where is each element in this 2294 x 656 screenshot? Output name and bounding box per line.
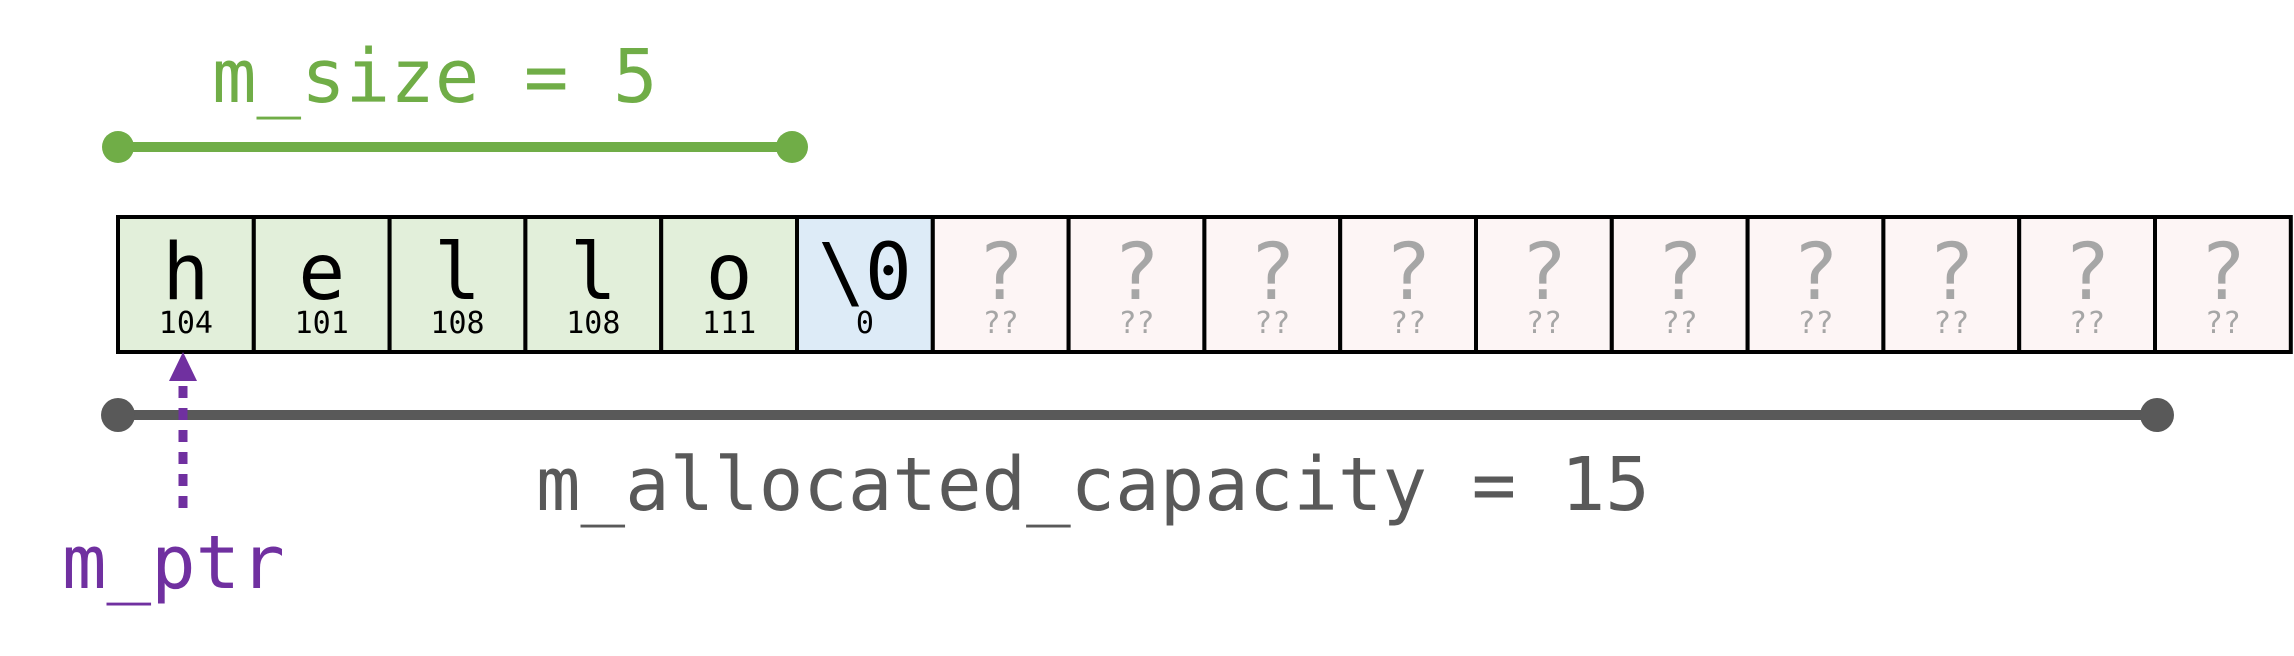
memory-cell-char: e [298,228,345,318]
memory-cell: ??? [1066,215,1207,354]
memory-cell-box [251,215,392,354]
memory-cell-char: ? [1656,228,1703,318]
memory-cell: ??? [2153,215,2293,354]
memory-cell-code: ?? [1254,306,1290,341]
memory-cell-char: o [706,228,753,318]
memory-cell: ??? [1609,215,1750,354]
memory-cell: ??? [1881,215,2022,354]
memory-cell: ??? [1338,215,1478,354]
memory-cell-box [1745,215,1886,354]
memory-cell-code: ?? [2069,306,2105,341]
size-bracket-end-dot [776,131,808,163]
memory-cell-char: ? [977,228,1024,318]
capacity-bracket-start-dot [101,398,135,432]
memory-cell-char: l [570,228,617,318]
ptr-label: m_ptr [62,520,285,606]
memory-cell-char: ? [1928,228,1975,318]
memory-cell-code: 111 [702,306,756,341]
memory-cell-char: ? [1520,228,1567,318]
memory-cell-code: 104 [159,306,213,341]
memory-cell-box [1338,215,1478,354]
memory-cell-box [1881,215,2022,354]
memory-cell-code: 108 [566,306,620,341]
memory-cell-code: ?? [2205,306,2241,341]
memory-cell-box [1202,215,1343,354]
memory-cell-char: ? [1113,228,1160,318]
memory-cell-code: ?? [1662,306,1698,341]
memory-cell-char: ? [2199,228,2246,318]
ptr-arrow-head [169,352,197,381]
memory-cell-box [1474,215,1614,354]
memory-cell-code: 108 [430,306,484,341]
memory-cell-box [2017,215,2157,354]
memory-cell-char: l [434,228,481,318]
memory-cell-char: \0 [818,228,912,318]
memory-cell: ??? [930,215,1071,354]
memory-cell-char: ? [2064,228,2111,318]
memory-cell: ??? [1202,215,1343,354]
memory-cell-char: ? [1249,228,1296,318]
memory-cell-code: ?? [983,306,1019,341]
memory-cell-char: h [162,228,209,318]
memory-cells: h104e101l108l108o111\00?????????????????… [116,215,2293,354]
memory-cell-code: ?? [1933,306,1969,341]
memory-cell-char: ? [1792,228,1839,318]
memory-cell: ??? [2017,215,2157,354]
memory-cell-code: ?? [1118,306,1154,341]
memory-cell: \00 [795,215,935,354]
memory-cell-code: 101 [295,306,349,341]
memory-cell-box [2153,215,2293,354]
size-bracket-start-dot [102,131,134,163]
memory-cell-code: 0 [856,306,874,341]
memory-cell: ??? [1474,215,1614,354]
memory-cell-code: ?? [1797,306,1833,341]
memory-cell: ??? [1745,215,1886,354]
memory-cell-code: ?? [1526,306,1562,341]
memory-cell-box [387,215,528,354]
capacity-label: m_allocated_capacity = 15 [536,442,1650,528]
capacity-bracket-end-dot [2140,398,2174,432]
memory-cell-char: ? [1385,228,1432,318]
size-label: m_size = 5 [212,34,658,120]
memory-cell-code: ?? [1390,306,1426,341]
